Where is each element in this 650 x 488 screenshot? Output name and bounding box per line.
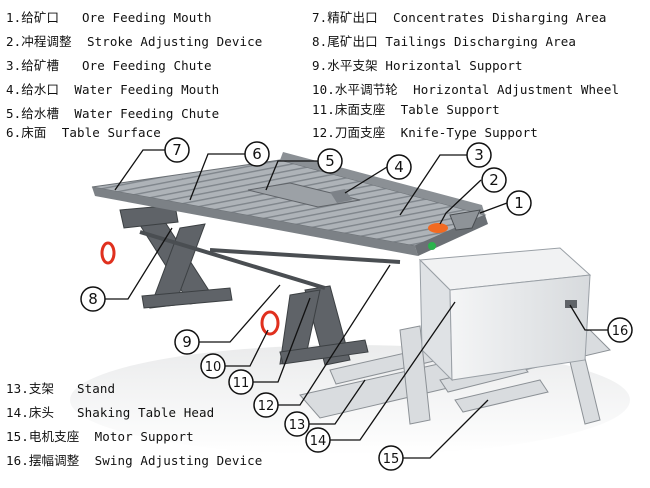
legend-item-7: 7.精矿出口 Concentrates Disharging Area: [312, 10, 607, 25]
callout-16: [607, 317, 633, 343]
callout-2-label: 2: [489, 171, 499, 189]
leader-9: [199, 284, 281, 343]
legend-item-4: 4.给水口 Water Feeding Mouth: [6, 82, 220, 97]
legend-item-5: 5.给水槽 Water Feeding Chute: [6, 106, 220, 121]
callout-7-label: 7: [172, 141, 182, 159]
callout-14: [305, 427, 331, 453]
callout-1-label: 1: [514, 194, 524, 212]
callout-6: [244, 141, 270, 167]
leader-16: [569, 304, 608, 331]
callout-6-label: 6: [252, 145, 262, 163]
leader-2: [439, 179, 482, 225]
callout-5-label: 5: [325, 152, 335, 170]
callout-7: [164, 137, 190, 163]
callout-15: [378, 445, 404, 471]
callout-4: [386, 154, 412, 180]
leader-11: [253, 297, 311, 383]
callout-16-label: 16: [612, 324, 629, 339]
adjust-wheels: [100, 241, 280, 336]
legend-item-1: 1.给矿口 Ore Feeding Mouth: [6, 10, 212, 25]
leader-14: [330, 301, 456, 441]
legend-item-16: 16.摆幅调整 Swing Adjusting Device: [6, 453, 263, 468]
callout-12: [253, 392, 279, 418]
shaking-table-head: [418, 247, 592, 382]
callout-10: [200, 353, 226, 379]
leader-1: [479, 202, 508, 214]
legend-item-3: 3.给矿槽 Ore Feeding Chute: [6, 58, 212, 73]
callout-4-label: 4: [394, 158, 404, 176]
callout-13-label: 13: [289, 418, 306, 433]
callout-3-label: 3: [474, 146, 484, 164]
legend-item-10: 10.水平调节轮 Horizontal Adjustment Wheel: [312, 82, 620, 97]
callout-3: [466, 142, 492, 168]
callout-1: [506, 190, 532, 216]
leader-7: [114, 149, 165, 191]
ore-feeding-hopper: [449, 209, 481, 231]
callout-8-label: 8: [88, 290, 98, 308]
leader-10: [225, 329, 269, 367]
callout-9-label: 9: [182, 333, 192, 351]
callout-8: [80, 286, 106, 312]
leader-6: [189, 153, 245, 201]
legend-item-14: 14.床头 Shaking Table Head: [6, 405, 215, 420]
legend-item-12: 12.刀面支座 Knife-Type Support: [312, 125, 538, 140]
stroke-adjust-ring: [428, 223, 448, 233]
legend-item-11: 11.床面支座 Table Support: [312, 102, 500, 117]
legend-item-2: 2.冲程调整 Stroke Adjusting Device: [6, 34, 263, 49]
legend-item-9: 9.水平支架 Horizontal Support: [312, 58, 523, 73]
callout-11-label: 11: [233, 376, 250, 391]
callout-9: [174, 329, 200, 355]
callout-10-label: 10: [205, 360, 222, 375]
callout-15-label: 15: [383, 452, 400, 467]
green-knob: [428, 242, 436, 250]
callout-12-label: 12: [258, 399, 275, 414]
leader-4: [344, 166, 388, 194]
horizontal-support: [139, 230, 401, 290]
callout-5: [317, 148, 343, 174]
legend-item-13: 13.支架 Stand: [6, 381, 116, 396]
leader-3: [399, 154, 467, 216]
leader-12: [278, 264, 391, 406]
leader-15: [403, 399, 489, 459]
legend-item-6: 6.床面 Table Surface: [6, 125, 161, 140]
leader-5: [265, 160, 318, 191]
legend-item-15: 15.电机支座 Motor Support: [6, 429, 194, 444]
leader-13: [309, 379, 366, 425]
callout-11: [228, 369, 254, 395]
callout-2: [481, 167, 507, 193]
callout-13: [284, 411, 310, 437]
legend-item-8: 8.尾矿出口 Tailings Discharging Area: [312, 34, 576, 49]
callout-14-label: 14: [310, 434, 327, 449]
leader-8: [105, 227, 173, 300]
